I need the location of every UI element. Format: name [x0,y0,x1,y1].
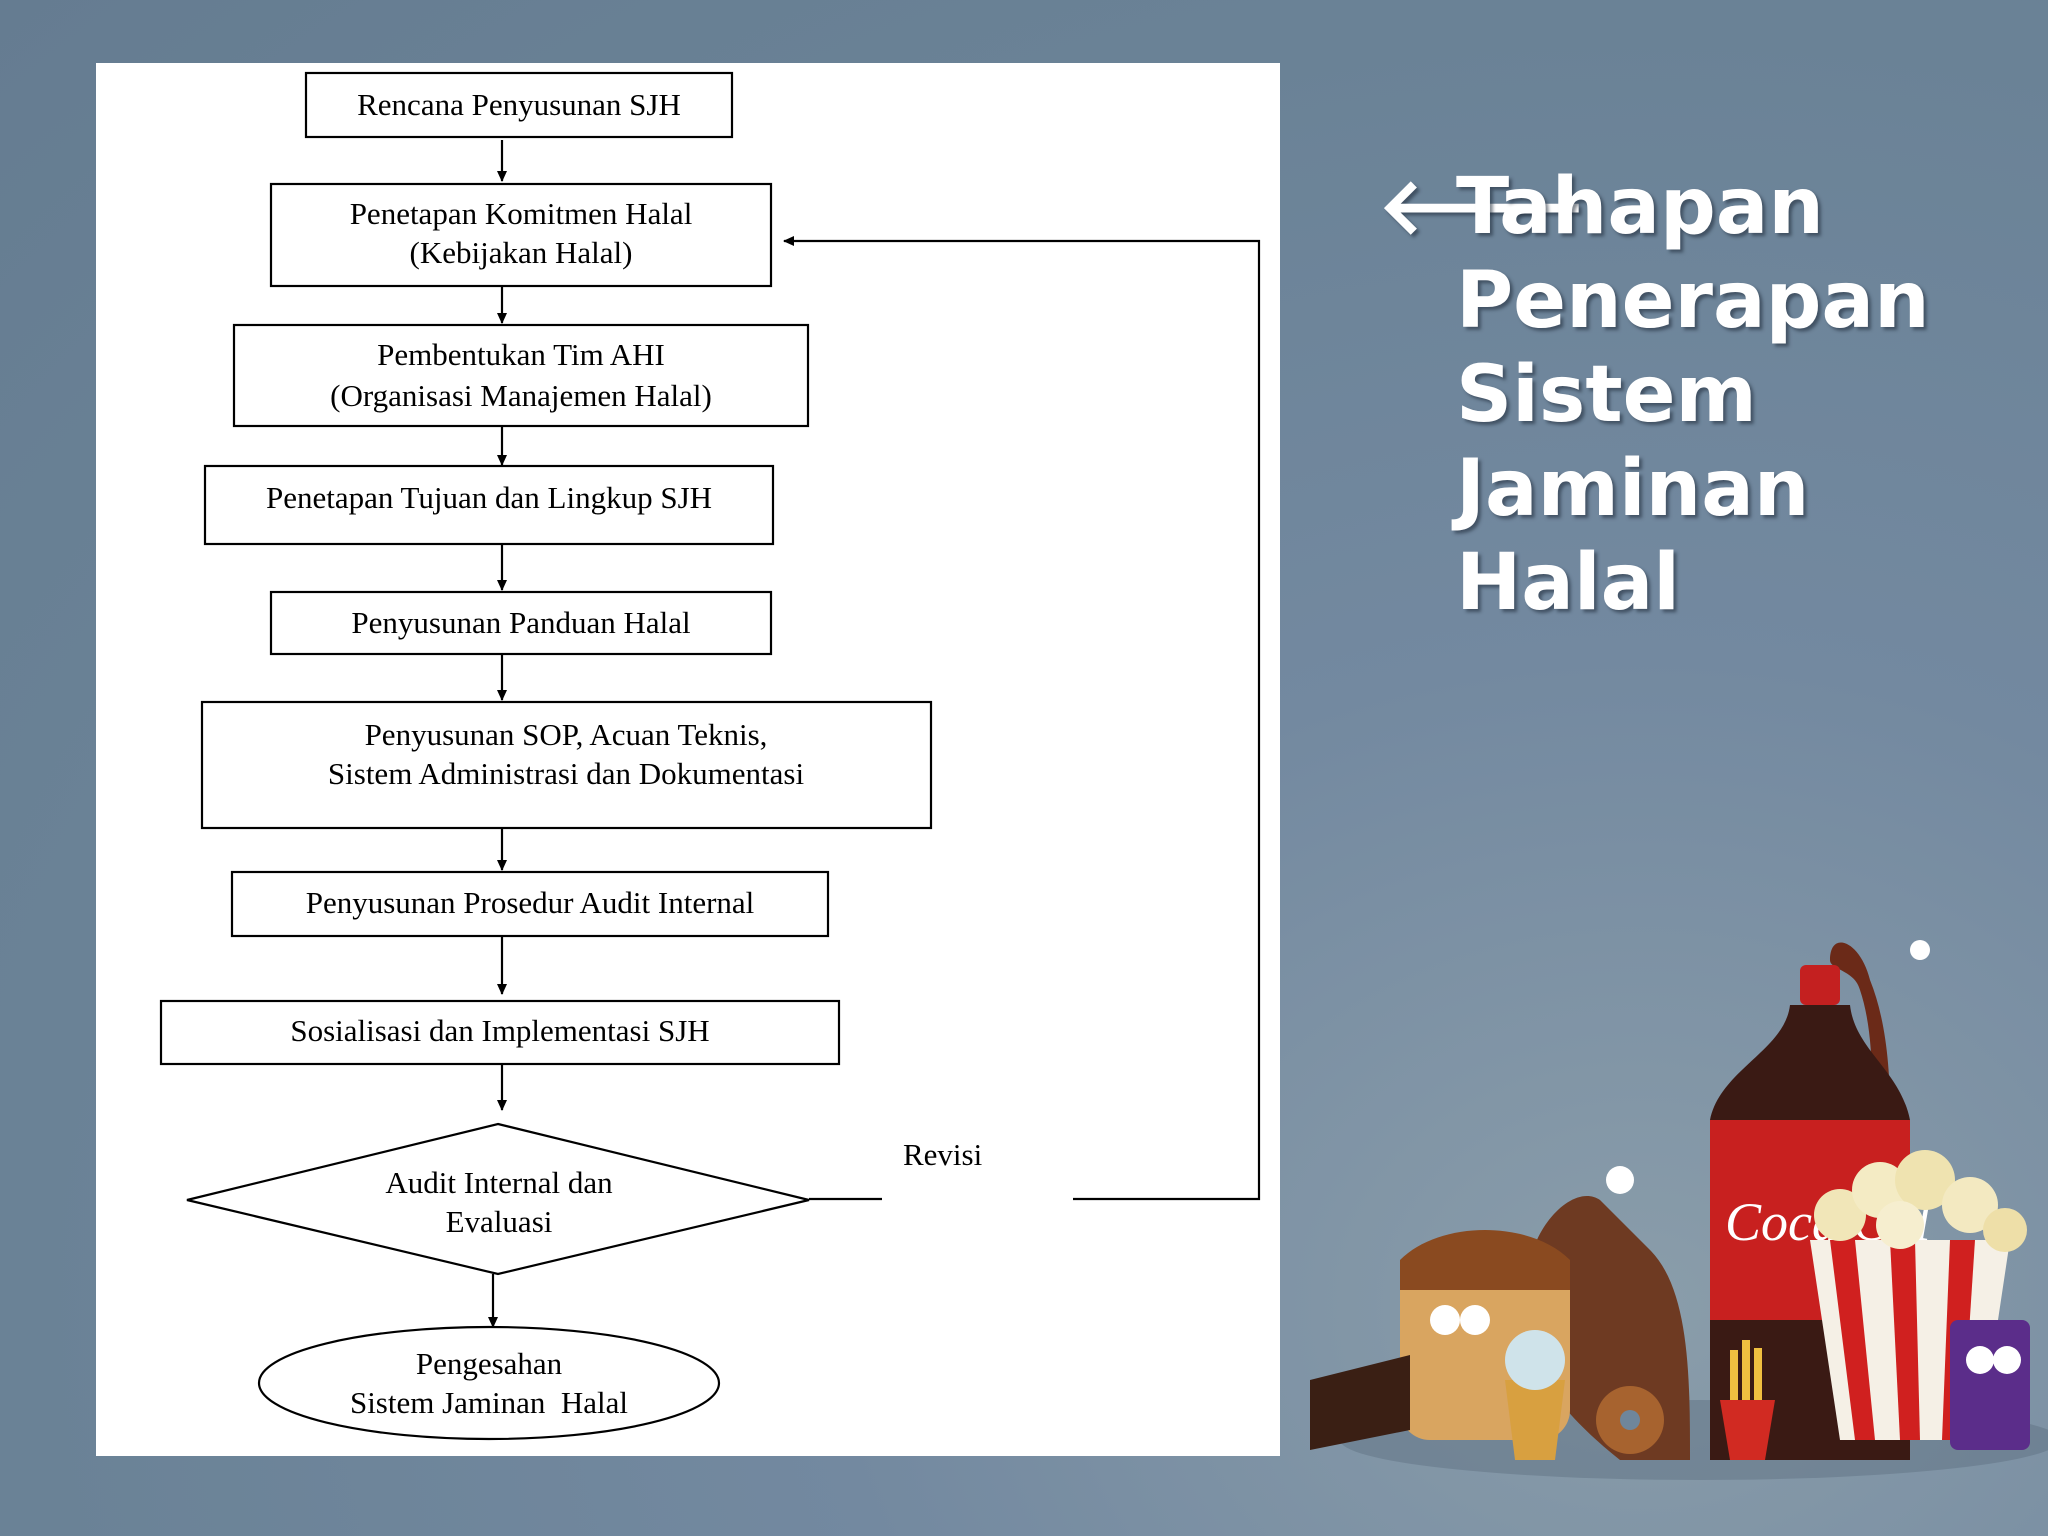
decision-diamond [186,1122,810,1276]
step-text: Penyusunan Panduan Halal [351,605,690,640]
step-text: Penyusunan Prosedur Audit Internal [306,885,755,920]
step-box [269,590,773,656]
flowchart-panel: Revisi Rencana Penyusunan SJH Penetapan … [96,63,1280,1456]
terminal-text: Sistem Jaminan Halal [350,1385,628,1420]
flow-step-2: Penetapan Komitmen Halal (Kebijakan Hala… [269,182,773,288]
title-text: Tahapan Penerapan Sistem Jaminan Halal [1456,160,1930,630]
step-text: (Organisasi Manajemen Halal) [330,378,712,413]
flow-connectors [488,140,507,1328]
title-line: Jaminan [1456,444,1810,534]
flow-step-8: Sosialisasi dan Implementasi SJH [159,999,841,1066]
step-box [200,700,933,830]
flowchart-diagram: Revisi Rencana Penyusunan SJH Penetapan … [159,71,1261,1441]
title-line: Sistem [1456,350,1757,440]
left-arrow-icon: 🡐 [1378,162,1588,252]
terminal-text: Pengesahan [416,1346,563,1381]
decision-audit: Audit Internal dan Evaluasi [186,1122,810,1276]
flow-step-6: Penyusunan SOP, Acuan Teknis, Sistem Adm… [200,700,933,830]
title-line: Penerapan [1456,256,1930,346]
decision-text: Evaluasi [446,1204,553,1239]
feedback-line [783,236,1261,1201]
step-text: Pembentukan Tim AHI [377,337,665,372]
ice-cream [1505,1330,1565,1460]
step-text: Penyusunan SOP, Acuan Teknis, [365,717,768,752]
step-box [304,71,734,139]
step-box [159,999,841,1066]
title-line: Halal [1456,538,1681,628]
revisi-label: Revisi [903,1137,983,1172]
fries [1720,1340,1775,1460]
candy-box [1950,1320,2030,1450]
step-box [230,870,830,938]
step-text: (Kebijakan Halal) [410,235,633,270]
food-characters-illustration: Coca Col [1310,940,2048,1480]
step-box [269,182,773,288]
flow-step-3: Pembentukan Tim AHI (Organisasi Manajeme… [232,323,810,428]
terminal-pengesahan: Pengesahan Sistem Jaminan Halal [257,1325,721,1441]
revisi-feedback-loop: Revisi [783,236,1261,1201]
terminal-ellipse [257,1325,721,1441]
step-text: Sosialisasi dan Implementasi SJH [290,1013,709,1048]
flow-step-4: Penetapan Tujuan dan Lingkup SJH [203,464,775,546]
flow-step-7: Penyusunan Prosedur Audit Internal [230,870,830,938]
step-box [203,464,775,546]
step-text: Rencana Penyusunan SJH [357,87,681,122]
step-text: Sistem Administrasi dan Dokumentasi [328,756,805,791]
title-line: Tahapan [1456,162,1824,252]
decision-text: Audit Internal dan [385,1165,613,1200]
flow-step-5: Penyusunan Panduan Halal [269,590,773,656]
step-box [232,323,810,428]
step-text: Penetapan Tujuan dan Lingkup SJH [266,480,712,515]
flow-step-1: Rencana Penyusunan SJH [304,71,734,139]
step-text: Penetapan Komitmen Halal [350,196,693,231]
cake-slice [1310,1355,1410,1450]
